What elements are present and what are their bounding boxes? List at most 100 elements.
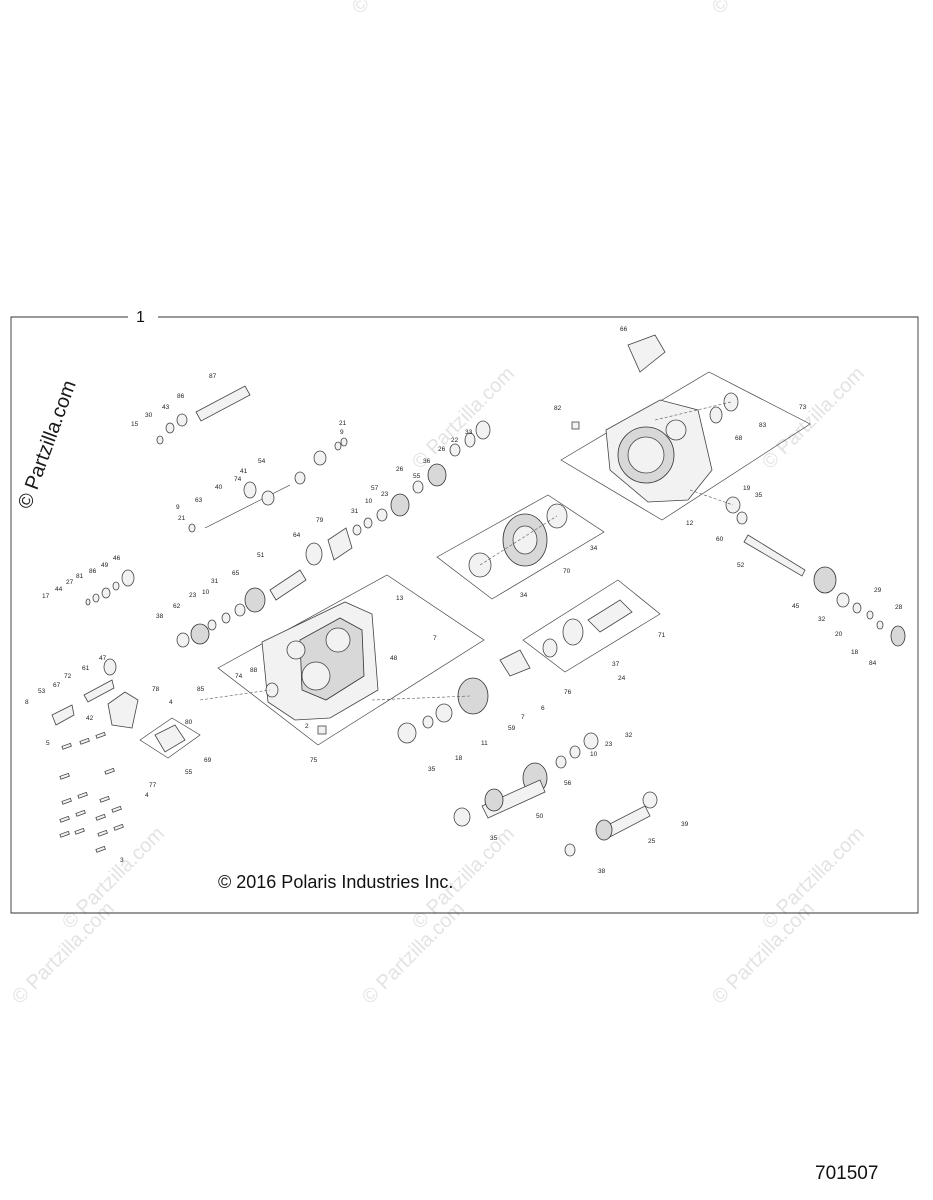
callout-2: 2 — [305, 723, 309, 730]
callout-83: 83 — [759, 422, 767, 429]
callout-42: 42 — [86, 715, 94, 722]
callout-44: 44 — [55, 586, 63, 593]
callout-46: 46 — [113, 555, 121, 562]
callout-53: 53 — [38, 688, 46, 695]
callout-49: 49 — [101, 562, 109, 569]
callout-59: 59 — [508, 725, 516, 732]
callout-77: 77 — [149, 782, 157, 789]
callout-3: 3 — [120, 857, 124, 864]
watermark: © Partzilla.com — [708, 0, 819, 19]
callout-34: 34 — [520, 592, 528, 599]
callout-22: 22 — [451, 437, 459, 444]
group-70 — [436, 494, 605, 600]
left-small-parts — [51, 569, 186, 753]
callout-43: 43 — [162, 404, 170, 411]
main-housing — [261, 601, 379, 735]
callout-62: 62 — [173, 603, 181, 610]
callout-85: 85 — [197, 686, 205, 693]
copyright-notice: © 2016 Polaris Industries Inc. — [218, 872, 453, 892]
watermark: © Partzilla.com — [348, 0, 459, 19]
callout-63: 63 — [195, 497, 203, 504]
callout-88: 88 — [250, 667, 258, 674]
callout-9: 9 — [176, 504, 180, 511]
callout-65: 65 — [232, 570, 240, 577]
callout-10: 10 — [365, 498, 373, 505]
callout-45: 45 — [792, 603, 800, 610]
callout-33: 33 — [465, 429, 473, 436]
callout-73: 73 — [799, 404, 807, 411]
callout-47: 47 — [99, 655, 107, 662]
callout-71: 71 — [658, 632, 666, 639]
callout-15: 15 — [131, 421, 139, 428]
callout-21: 21 — [178, 515, 186, 522]
callout-50: 50 — [536, 813, 544, 820]
watermark-vertical: © Partzilla.com — [14, 378, 81, 512]
callout-55: 55 — [413, 473, 421, 480]
callout-74: 74 — [235, 673, 243, 680]
callout-23: 23 — [381, 491, 389, 498]
callout-38: 38 — [598, 868, 606, 875]
callout-4: 4 — [145, 792, 149, 799]
callout-81: 81 — [76, 573, 84, 580]
diagram-id: 701507 — [815, 1163, 878, 1184]
callout-57: 57 — [371, 485, 379, 492]
callout-56: 56 — [564, 780, 572, 787]
group-75 — [217, 574, 485, 746]
callout-26: 26 — [438, 446, 446, 453]
callout-72: 72 — [64, 673, 72, 680]
callout-70: 70 — [563, 568, 571, 575]
assembly-axes — [199, 401, 734, 701]
callout-84: 84 — [869, 660, 877, 667]
shaft-71 — [499, 599, 633, 677]
callout-54: 54 — [258, 458, 266, 465]
assembly-number: 1 — [136, 309, 145, 326]
callout-18: 18 — [455, 755, 463, 762]
callout-18: 18 — [851, 649, 859, 656]
callout-6: 6 — [541, 705, 545, 712]
callout-7: 7 — [433, 635, 437, 642]
callout-41: 41 — [240, 468, 248, 475]
callout-21: 21 — [339, 420, 347, 427]
watermark: © Partzilla.com — [758, 363, 869, 474]
group-69 — [139, 717, 201, 759]
callout-35: 35 — [490, 835, 498, 842]
callout-67: 67 — [53, 682, 61, 689]
callout-17: 17 — [42, 593, 50, 600]
callout-30: 30 — [145, 412, 153, 419]
callout-19: 19 — [743, 485, 751, 492]
callout-64: 64 — [293, 532, 301, 539]
callout-23: 23 — [189, 592, 197, 599]
middle-shafts — [397, 677, 658, 857]
callout-66: 66 — [620, 326, 628, 333]
callout-68: 68 — [735, 435, 743, 442]
callout-25: 25 — [648, 838, 656, 845]
callout-31: 31 — [211, 578, 219, 585]
watermark: © Partzilla.com — [408, 363, 519, 474]
callout-31: 31 — [351, 508, 359, 515]
assembly-frame — [10, 316, 919, 914]
callout-76: 76 — [564, 689, 572, 696]
callout-26: 26 — [396, 466, 404, 473]
callout-87: 87 — [209, 373, 217, 380]
callout-52: 52 — [737, 562, 745, 569]
callout-4: 4 — [169, 699, 173, 706]
callout-23: 23 — [605, 741, 613, 748]
callout-5: 5 — [46, 740, 50, 747]
callout-78: 78 — [152, 686, 160, 693]
callout-55: 55 — [185, 769, 193, 776]
right-housing — [571, 334, 739, 503]
callout-28: 28 — [895, 604, 903, 611]
callout-8: 8 — [25, 699, 29, 706]
callout-7: 7 — [521, 714, 525, 721]
callout-86: 86 — [177, 393, 185, 400]
callout-36: 36 — [423, 458, 431, 465]
callout-24: 24 — [618, 675, 626, 682]
callout-80: 80 — [185, 719, 193, 726]
callout-10: 10 — [202, 589, 210, 596]
callout-13: 13 — [396, 595, 404, 602]
callout-34: 34 — [590, 545, 598, 552]
callout-20: 20 — [835, 631, 843, 638]
output-shaft-52 — [725, 496, 906, 647]
gear-train-upper — [176, 420, 491, 698]
